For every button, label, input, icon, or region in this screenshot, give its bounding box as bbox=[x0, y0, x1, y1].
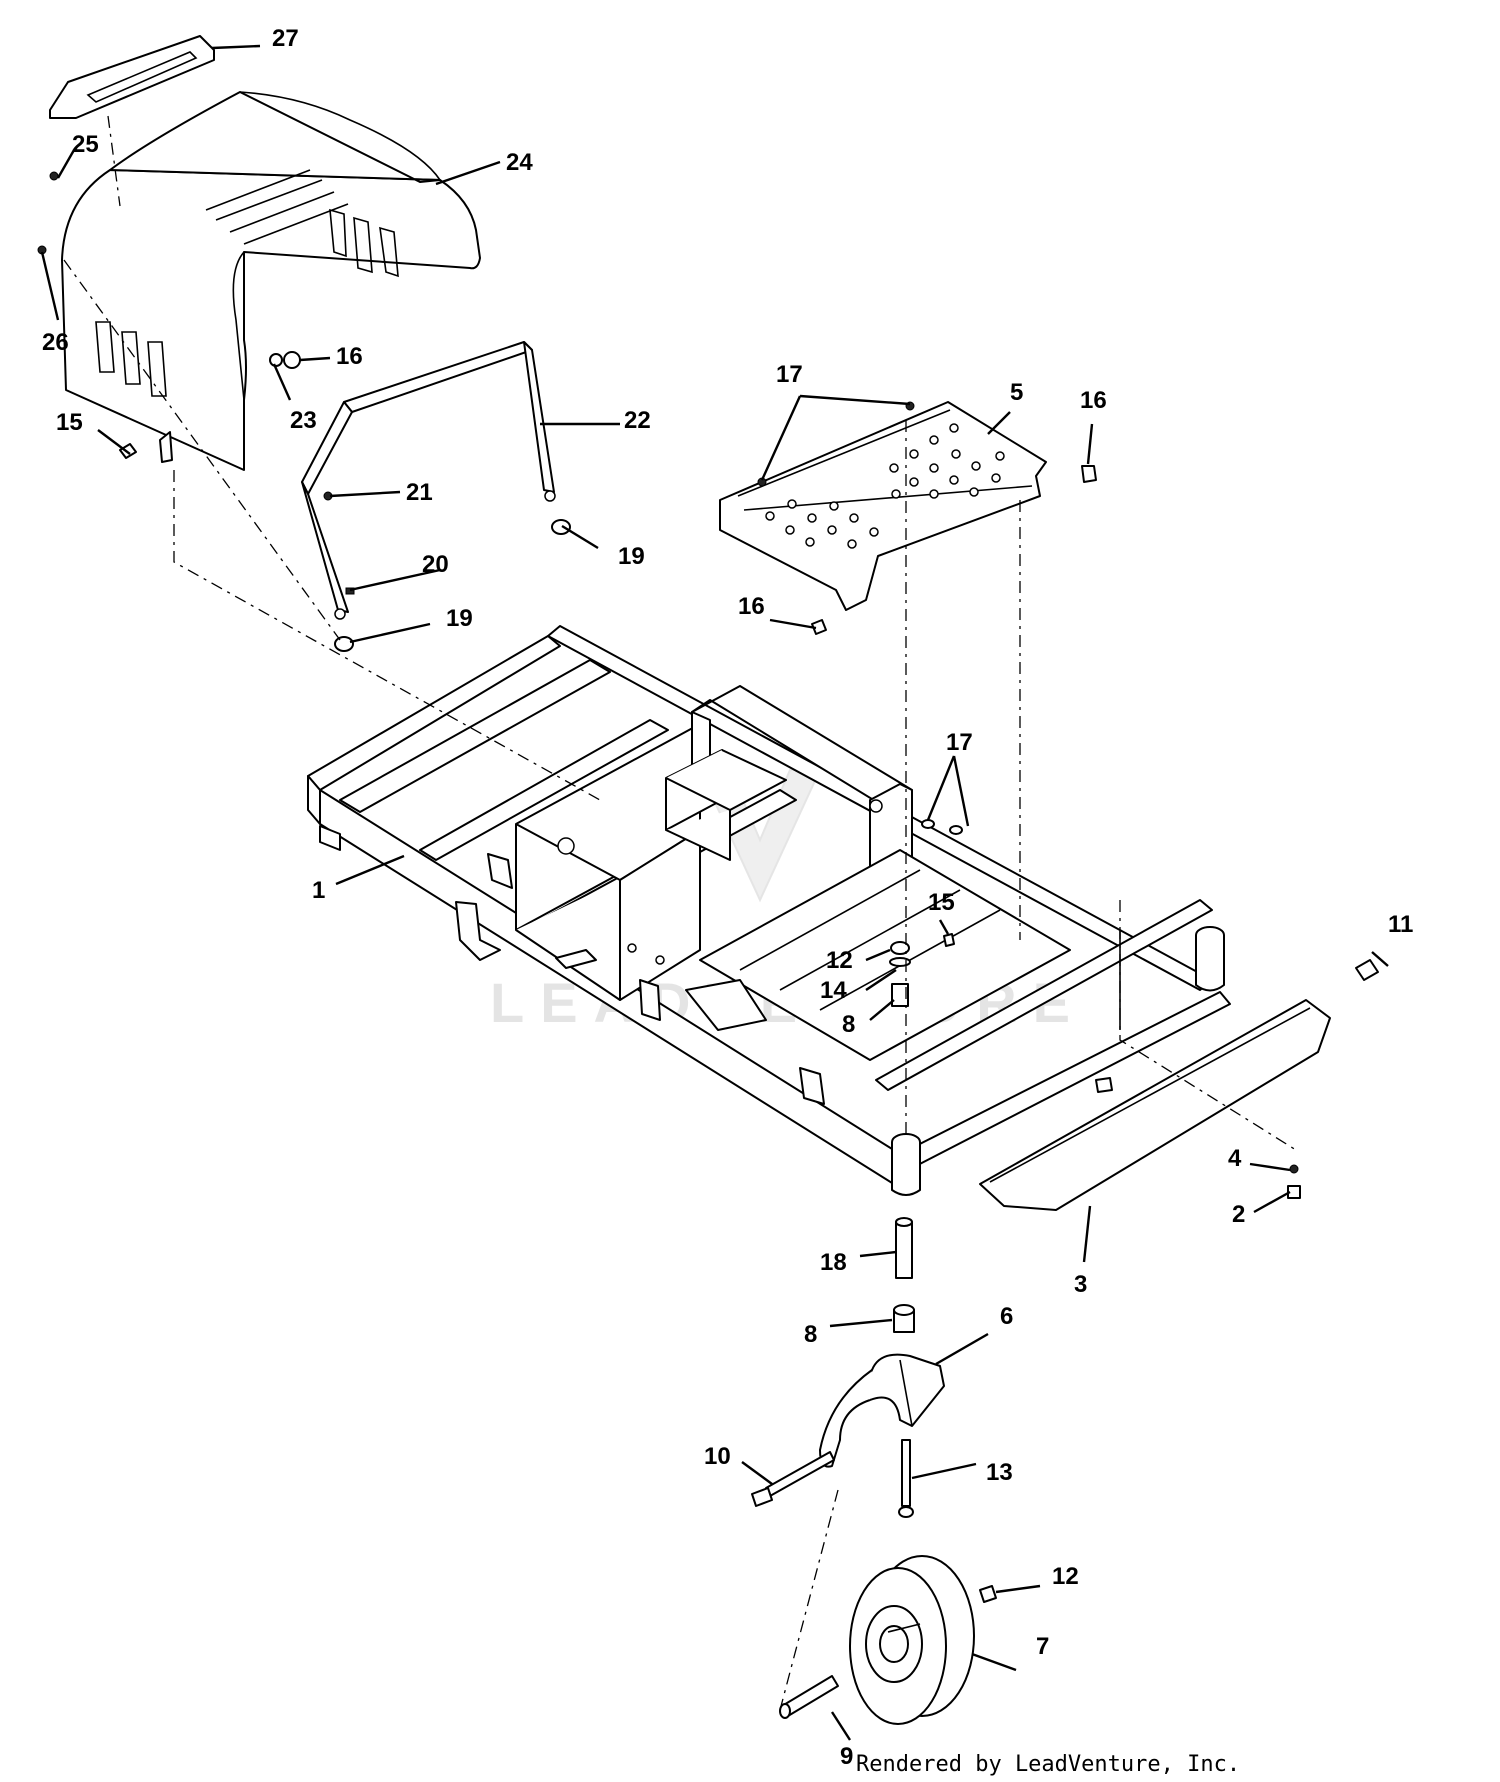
callout-8-upper: 8 bbox=[842, 1011, 855, 1038]
callout-12-lower: 12 bbox=[1052, 1563, 1079, 1590]
part-12-nut-lower bbox=[979, 1585, 997, 1603]
callout-13: 13 bbox=[986, 1459, 1013, 1486]
callout-15-right: 15 bbox=[928, 889, 955, 916]
callout-8-lower: 8 bbox=[804, 1321, 817, 1348]
callout-1: 1 bbox=[312, 877, 325, 904]
callout-15: 15 bbox=[56, 409, 83, 436]
part-24-rear-cover bbox=[61, 91, 481, 471]
small-hardware-frame bbox=[889, 819, 1379, 1199]
alignment-lines bbox=[63, 115, 1297, 1711]
callout-11: 11 bbox=[1388, 911, 1413, 938]
part-6-caster-fork bbox=[819, 1353, 945, 1468]
part-1-main-frame bbox=[307, 625, 1231, 1196]
part-3-side-skirt bbox=[979, 999, 1331, 1211]
cover-vents-side bbox=[95, 208, 399, 397]
callout-20: 20 bbox=[422, 551, 449, 578]
callout-3: 3 bbox=[1074, 1271, 1087, 1298]
callout-26: 26 bbox=[42, 329, 69, 356]
part-27-handle bbox=[49, 35, 215, 119]
callout-27: 27 bbox=[272, 25, 299, 52]
part-7-wheel bbox=[849, 1555, 975, 1725]
callout-23: 23 bbox=[290, 407, 317, 434]
floor-plate-holes bbox=[765, 423, 1005, 549]
callout-17-upper: 17 bbox=[776, 361, 803, 388]
callout-16-lower: 16 bbox=[738, 593, 765, 620]
callout-9: 9 bbox=[840, 1743, 853, 1770]
callout-21: 21 bbox=[406, 479, 433, 506]
render-credit: Rendered by LeadVenture, Inc. bbox=[856, 1752, 1241, 1777]
callout-19-lower: 19 bbox=[446, 605, 473, 632]
callout-14: 14 bbox=[820, 977, 847, 1004]
part-8-bushing bbox=[893, 1304, 915, 1333]
part-13-axle-bolt bbox=[898, 1439, 914, 1518]
callout-24: 24 bbox=[506, 149, 533, 176]
callout-7: 7 bbox=[1036, 1633, 1049, 1660]
callout-16: 16 bbox=[336, 343, 363, 370]
callout-5: 5 bbox=[1010, 379, 1023, 406]
callout-18: 18 bbox=[820, 1249, 847, 1276]
part-5-floor-plate bbox=[719, 401, 1097, 635]
callout-labels: 27 25 24 26 16 23 15 22 21 20 19 19 17 5… bbox=[42, 25, 1413, 1770]
part-9-axle-pin bbox=[779, 1675, 839, 1719]
part-10-pivot-bolt bbox=[751, 1451, 835, 1507]
callout-4: 4 bbox=[1228, 1145, 1242, 1172]
callout-12-upper: 12 bbox=[826, 947, 853, 974]
callout-25: 25 bbox=[72, 131, 99, 158]
callout-2: 2 bbox=[1232, 1201, 1245, 1228]
part-18-spacer bbox=[895, 1217, 913, 1279]
callout-17-lower: 17 bbox=[946, 729, 973, 756]
small-hardware-upper-left bbox=[37, 171, 571, 652]
callout-16-right: 16 bbox=[1080, 387, 1107, 414]
leader-lines bbox=[40, 44, 1389, 1741]
callout-19-upper: 19 bbox=[618, 543, 645, 570]
part-22-cover-bracket bbox=[301, 341, 556, 620]
callout-10: 10 bbox=[704, 1443, 731, 1470]
callout-6: 6 bbox=[1000, 1303, 1013, 1330]
callout-22: 22 bbox=[624, 407, 651, 434]
